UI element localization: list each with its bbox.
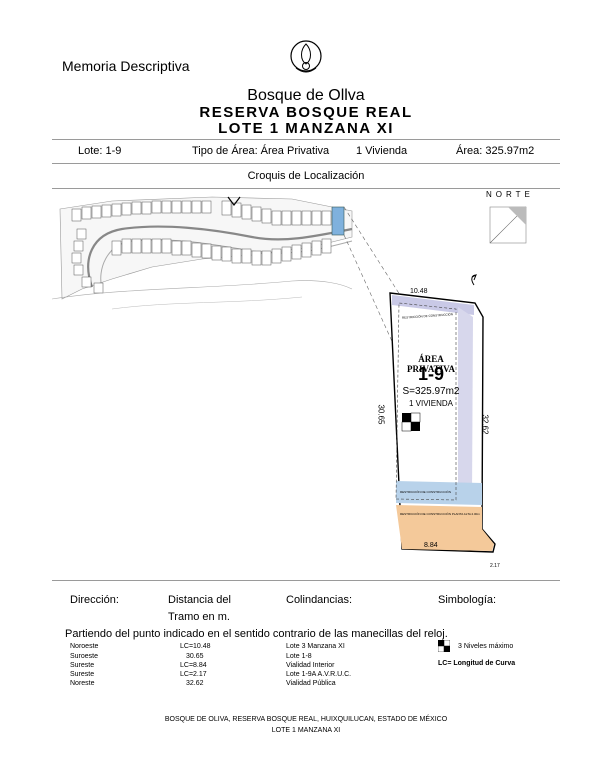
dim-bottom: 8.84: [424, 542, 438, 549]
footer-line-2: LOTE 1 MANZANA XI: [271, 727, 341, 734]
tipo-area-info: Tipo de Área: Área Privativa: [192, 145, 330, 157]
page-title: Bosque de Ollva: [247, 87, 365, 104]
area-info: Área: 325.97m2: [456, 145, 535, 157]
direccion-header: Dirección:: [70, 594, 119, 606]
lote-info: Lote: 1-9: [78, 145, 122, 157]
vivienda-label: 1 VIVIENDA: [408, 399, 453, 408]
dim-corner: 2.17: [490, 563, 500, 569]
olive-logo-icon: [290, 40, 322, 73]
page-subtitle: RESERVA BOSQUE REAL: [199, 104, 413, 121]
row-dist: LC=10.48: [180, 643, 211, 650]
lc-label: LC= Longitud de Curva: [438, 660, 516, 667]
restriccion-bottom: RESTRICCIÓN DE CONSTRUCCIÓN PLANTA ALTA …: [400, 512, 480, 516]
row-dist: 30.65: [186, 653, 204, 660]
row-dir: Noreste: [70, 680, 95, 687]
row-col: Lote 1-9A A.V.R.U.C.: [286, 671, 352, 678]
row-col: Vialidad Pública: [286, 680, 336, 687]
colindancias-header: Colindancias:: [286, 594, 353, 606]
row-dir: Sureste: [70, 662, 95, 669]
divider: [52, 580, 560, 581]
divider: [52, 188, 560, 189]
area-privativa-label: ÁREA PRIVATIVA: [406, 354, 455, 374]
distancia-header-1: Distancia del: [168, 594, 231, 606]
divider: [52, 163, 560, 164]
north-compass-icon: [489, 206, 527, 244]
highlighted-lot: [331, 206, 345, 236]
lot-plan: [389, 292, 496, 553]
row-col: Lote 1-8: [286, 653, 312, 660]
restriccion-middle: RESTRICCIÓN DE CONSTRUCCIÓN: [400, 490, 452, 494]
surface-label: S=325.97m2: [402, 386, 460, 397]
location-map: [52, 196, 527, 553]
simbologia-header: Simbología:: [438, 594, 497, 606]
row-dir: Suroeste: [70, 653, 99, 660]
niveles-label: 3 Niveles máximo: [458, 643, 514, 650]
distancia-header-2: Tramo en m.: [168, 611, 230, 623]
row-dist: LC=2.17: [180, 671, 207, 678]
niveles-symbol-icon: [438, 640, 450, 652]
viviendas-info: 1 Vivienda: [356, 145, 408, 157]
row-dir: Noroeste: [70, 643, 99, 650]
north-label: NORTE: [486, 190, 534, 199]
dim-left: 30.65: [376, 404, 386, 425]
row-dir: Sureste: [70, 671, 95, 678]
croquis-label: Croquis de Localización: [247, 170, 365, 182]
row-dist: LC=8.84: [180, 662, 207, 669]
row-col: Vialidad Interior: [286, 662, 335, 669]
row-dist: 32.62: [186, 680, 204, 687]
memoria-label: Memoria Descriptiva: [62, 58, 190, 74]
divider: [52, 139, 560, 140]
intro-text: Partiendo del punto indicado en el senti…: [65, 628, 448, 640]
lote-title: LOTE 1 MANZANA XI: [218, 120, 394, 137]
row-col: Lote 3 Manzana XI: [286, 643, 345, 650]
lot-number-label: 1-9: [417, 364, 444, 384]
dim-right: 32.62: [480, 414, 490, 435]
footer-line-1: BOSQUE DE OLIVA, RESERVA BOSQUE REAL, HU…: [164, 716, 448, 723]
dim-top: 10.48: [410, 288, 428, 295]
